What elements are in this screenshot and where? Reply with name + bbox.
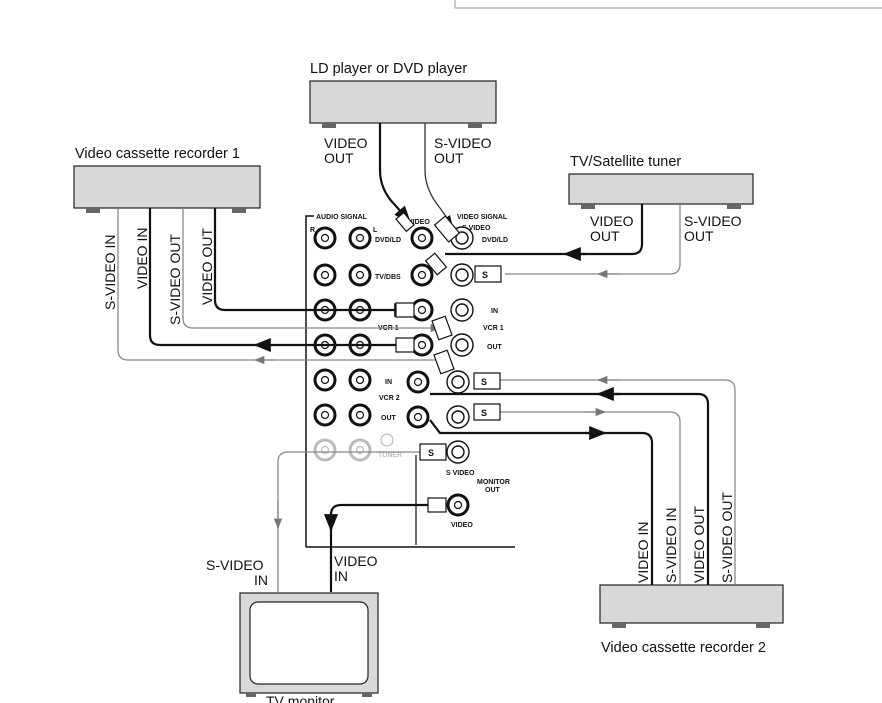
- tv-monitor-screen: [249, 601, 369, 685]
- monitor-s-mark: S: [428, 448, 434, 458]
- vcr2-port-video-in: VIDEO IN: [635, 522, 651, 583]
- vcr1-video-in-cable: [148, 208, 410, 347]
- tuner-svideo-out-2: OUT: [684, 228, 714, 244]
- vcr2-box: [599, 584, 784, 624]
- ld-video-out-2: OUT: [324, 150, 354, 166]
- tuner-svideo-out-1: S-VIDEO: [684, 213, 742, 229]
- ld-svideo-out-1: S-VIDEO: [434, 135, 492, 151]
- tuner-foot-right: [727, 204, 741, 209]
- vcr2-foot-right: [756, 623, 770, 628]
- panel-outline: [305, 215, 314, 547]
- vcr1-label: Video cassette recorder 1: [75, 146, 240, 162]
- svideo-monitor-label: S VIDEO: [446, 470, 475, 477]
- tuner-foot-left: [581, 204, 595, 209]
- monitor-vplug: [427, 497, 447, 513]
- audio-signal-label: AUDIO SIGNAL: [316, 214, 368, 221]
- vcr2-port-svideo-out: S-VIDEO OUT: [719, 492, 735, 583]
- vcr2-splug-2: [473, 403, 501, 421]
- vcr1-svideo-out-cable: [182, 208, 442, 333]
- vcr1-in-label: IN: [491, 308, 498, 315]
- vcr1-port-svideo-in: S-VIDEO IN: [102, 235, 118, 310]
- vcr1-plug-1: [395, 302, 415, 318]
- tv-foot-right: [362, 693, 372, 697]
- vcr2-s-mark-1: S: [481, 377, 487, 387]
- video-monitor-label: VIDEO: [451, 522, 473, 529]
- dvd-ld-svideo-label: DVD/LD: [482, 237, 508, 244]
- video-col-label: VIDEO: [408, 219, 430, 226]
- tuner-video-cable: [445, 204, 644, 256]
- tuner-video-out-1: VIDEO: [590, 213, 634, 229]
- vcr1-port-video-in: VIDEO IN: [134, 228, 150, 289]
- ld-player-box: [309, 80, 497, 124]
- vcr2-video-in-cable: [429, 419, 654, 585]
- monitor-label: MONITOR: [477, 479, 510, 486]
- monitor-video-in-2: IN: [334, 568, 348, 584]
- r-label: R: [310, 227, 315, 234]
- vcr1-label-right: VCR 1: [483, 325, 504, 332]
- vcr2-splug-1: [473, 372, 501, 390]
- monitor-svideo-in-1: S-VIDEO: [206, 557, 264, 573]
- tuner-label: TUNER: [378, 452, 402, 459]
- vcr1-port-video-out: VIDEO OUT: [199, 228, 215, 305]
- svideo-jacks: [446, 226, 474, 517]
- video-jacks: [380, 226, 434, 447]
- monitor-splug: [419, 443, 447, 461]
- dvd-ld-label: DVD/LD: [375, 237, 401, 244]
- ld-player-label: LD player or DVD player: [310, 61, 467, 77]
- monitor-svideo-cable: [277, 451, 425, 592]
- vcr1-plug-2: [395, 337, 415, 353]
- svideo-col-label: S VIDEO: [462, 225, 491, 232]
- ld-foot-right: [468, 123, 482, 128]
- vcr2-foot-left: [612, 623, 626, 628]
- vcr2-video-out-cable: [430, 392, 710, 585]
- ld-svideo-plug: [433, 215, 461, 243]
- tuner-box: [568, 173, 754, 205]
- tuner-label-top: TV/Satellite tuner: [570, 154, 681, 170]
- ld-video-out-1: VIDEO: [324, 135, 368, 151]
- monitor-out-label: OUT: [485, 487, 501, 494]
- vcr1-splug-2: [433, 349, 455, 375]
- l-label: L: [373, 227, 378, 234]
- vcr2-svideo-out-cable: [500, 379, 736, 585]
- vcr2-out-label: OUT: [381, 415, 397, 422]
- vcr1-out-label: OUT: [487, 344, 503, 351]
- vcr2-port-svideo-in: S-VIDEO IN: [663, 508, 679, 583]
- vcr2-s-mark-2: S: [481, 408, 487, 418]
- vcr1-port-svideo-out: S-VIDEO OUT: [167, 234, 183, 325]
- page-border: [454, 0, 882, 9]
- vcr2-label: Video cassette recorder 2: [601, 640, 766, 656]
- tv-foot-left: [246, 693, 256, 697]
- tuner-splug: [474, 265, 502, 283]
- ld-svideo-out-2: OUT: [434, 150, 464, 166]
- vcr1-foot-left: [86, 208, 100, 213]
- tuner-svideo-cable: [505, 204, 681, 275]
- vcr2-svideo-in-cable: [500, 411, 681, 585]
- tuner-plug: [424, 252, 448, 276]
- video-signal-label: VIDEO SIGNAL: [457, 214, 508, 221]
- vcr1-box: [73, 165, 261, 209]
- monitor-video-in-1: VIDEO: [334, 553, 378, 569]
- vcr1-svideo-in-cable: [117, 208, 445, 361]
- monitor-svideo-in-2: IN: [254, 572, 268, 588]
- vcr1-foot-right: [232, 208, 246, 213]
- vcr2-port-video-out: VIDEO OUT: [691, 506, 707, 583]
- tv-dbs-label: TV/DBS: [375, 274, 401, 281]
- monitor-video-cable: [329, 503, 445, 592]
- tuner-s-mark: S: [482, 270, 488, 280]
- tuner-video-out-2: OUT: [590, 228, 620, 244]
- ld-video-cable: [378, 123, 412, 224]
- ld-foot-left: [322, 123, 336, 128]
- vcr1-splug-1: [431, 315, 453, 341]
- vcr2-label-left: VCR 2: [379, 395, 400, 402]
- vcr1-video-out-cable: [213, 208, 412, 318]
- vcr2-in-label: IN: [385, 379, 392, 386]
- ld-video-plug: [395, 211, 415, 233]
- ld-svideo-cable: [424, 123, 453, 226]
- tv-monitor-label: TV monitor: [266, 693, 335, 703]
